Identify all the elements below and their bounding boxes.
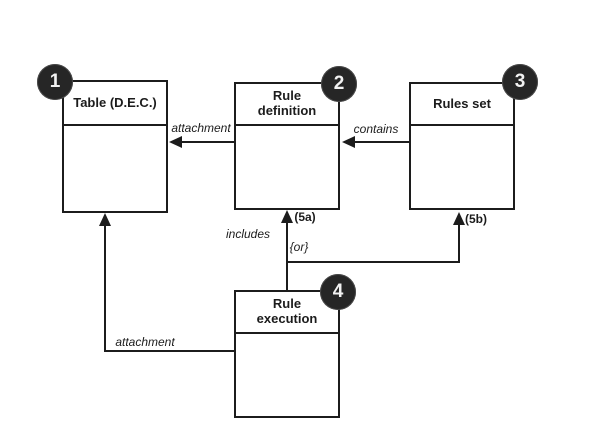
edge-label-or: {or} (289, 240, 309, 254)
connector-attachment-ruledef-to-table (169, 136, 234, 148)
connector-or-ruleexec-to-rulesset (287, 212, 465, 263)
node-rule-definition-title: Rule definition (236, 84, 338, 126)
connector-contains-rulesset-to-ruledef (342, 136, 409, 148)
node-table-dec-title: Table (D.E.C.) (64, 82, 166, 126)
node-rules-set: Rules set (409, 82, 515, 210)
badge-2: 2 (321, 66, 357, 102)
edge-tag-5a: (5a) (294, 210, 316, 224)
edge-label-attachment-bottom: attachment (115, 335, 175, 349)
node-rule-definition: Rule definition (234, 82, 340, 210)
edge-label-attachment-top: attachment (171, 121, 231, 135)
badge-4: 4 (320, 274, 356, 310)
connector-includes-ruleexec-to-ruledef (281, 210, 293, 290)
node-rule-execution-title: Rule execution (236, 292, 338, 334)
connector-attachment-ruleexec-to-table (99, 213, 234, 352)
node-rules-set-title: Rules set (411, 84, 513, 126)
node-rule-execution: Rule execution (234, 290, 340, 418)
edge-label-contains: contains (353, 122, 399, 136)
badge-1: 1 (37, 64, 73, 100)
node-table-dec: Table (D.E.C.) (62, 80, 168, 213)
edge-tag-5b: (5b) (465, 212, 487, 226)
edge-label-includes: includes (225, 227, 271, 241)
badge-3: 3 (502, 64, 538, 100)
